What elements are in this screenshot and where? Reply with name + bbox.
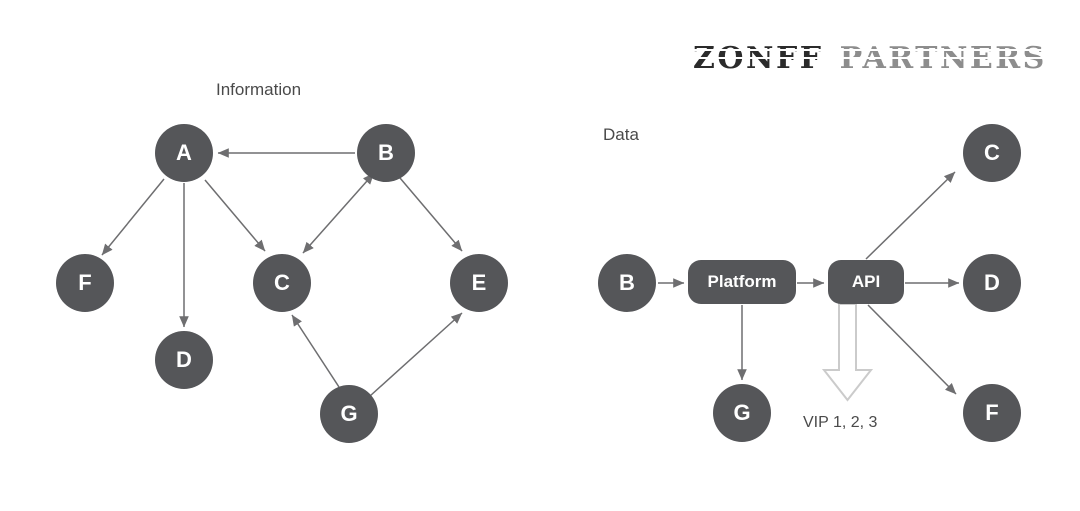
node-data-g[interactable]: G [713,384,771,442]
edge-api-to-f [867,304,957,395]
node-data-c[interactable]: C [963,124,1021,182]
node-data-b[interactable]: B [598,254,656,312]
caption-data: Data [603,125,639,144]
brand-word-zonff: ZONFF [693,41,824,76]
edge-a-to-c [204,179,266,252]
edge-g-to-e [369,312,463,397]
edge-api-to-c [865,171,956,260]
caption-information: Information [216,80,302,99]
node-platform[interactable]: Platform [688,260,796,304]
node-information-d[interactable]: D [155,331,213,389]
node-information-b[interactable]: B [357,124,415,182]
node-api[interactable]: API [828,260,904,304]
brand-word-partners: PARTNERS [839,41,1048,76]
node-information-f[interactable]: F [56,254,114,312]
node-information-a[interactable]: A [155,124,213,182]
edge-a-to-f [101,178,165,256]
node-data-d[interactable]: D [963,254,1021,312]
edge-b-to-c-bidirectional [302,173,374,254]
edge-b-to-e [399,177,463,252]
node-information-c[interactable]: C [253,254,311,312]
node-data-f[interactable]: F [963,384,1021,442]
brand-logo: ZONFF PARTNERS [693,41,1048,76]
vip-block-arrow [821,303,874,402]
node-information-g[interactable]: G [320,385,378,443]
edge-g-to-c [291,314,340,388]
node-information-e[interactable]: E [450,254,508,312]
vip-label: VIP 1, 2, 3 [803,414,878,431]
